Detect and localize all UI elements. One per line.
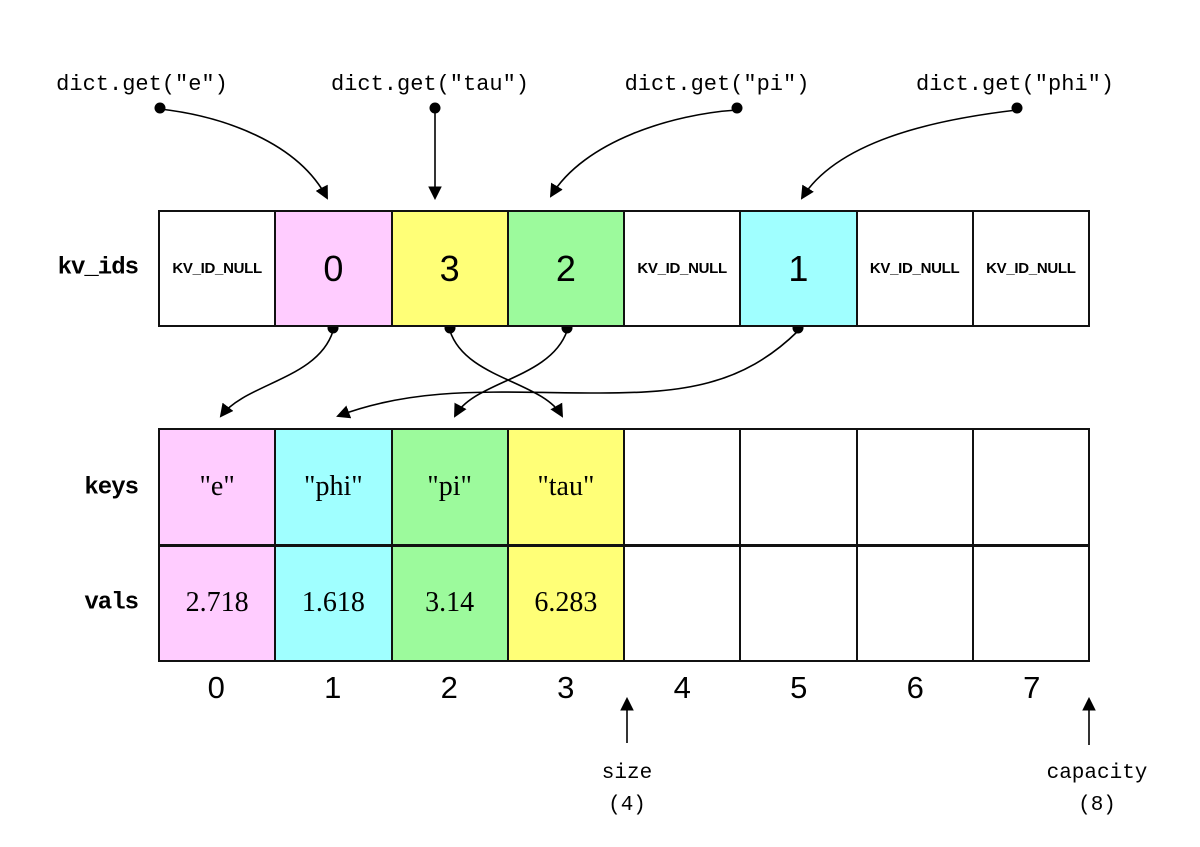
kv-ids-cell-7: KV_ID_NULL (973, 212, 1088, 325)
kv-ids-cell-0: KV_ID_NULL (160, 212, 277, 325)
kv-ids-cell-1: 0 (276, 212, 393, 325)
keys-cell-2: "pi" (392, 430, 509, 544)
kv-ids-value-6: KV_ID_NULL (869, 260, 960, 277)
kv-ids-cell-5: 1 (741, 212, 858, 325)
arrow-kvids-3-to-keys-2 (454, 330, 568, 418)
vals-cell-0: 2.718 (160, 546, 277, 660)
index-label-6: 6 (906, 670, 924, 705)
arrow-kvids-2-to-keys-3 (449, 330, 564, 418)
query-label-phi: dict.get("phi") (915, 72, 1115, 97)
connector-dot-get-e (154, 102, 166, 114)
size-annotation: size (4) (602, 758, 652, 822)
keys-vals-table: "e" "phi" "pi" "tau" 2.718 1.618 3.14 6.… (158, 428, 1090, 662)
kv-ids-array: KV_ID_NULL 0 3 2 KV_ID_NULL 1 KV_ID_NULL… (158, 210, 1090, 327)
arrow-get-e-to-kvids-1 (159, 108, 328, 200)
keys-cell-5 (741, 430, 858, 544)
keys-value-3: "tau" (537, 470, 595, 502)
query-label-pi: dict.get("pi") (624, 72, 810, 97)
index-label-7: 7 (1023, 670, 1041, 705)
capacity-label: capacity (1046, 762, 1148, 785)
vals-cell-6 (857, 546, 974, 660)
index-row: 0 1 2 3 4 5 6 7 (158, 670, 1090, 706)
keys-value-2: "pi" (427, 470, 472, 502)
vals-cell-7 (973, 546, 1088, 660)
vals-cell-1: 1.618 (276, 546, 393, 660)
vals-value-1: 1.618 (301, 587, 365, 619)
kv-ids-value-7: KV_ID_NULL (986, 260, 1076, 277)
keys-cell-4 (625, 430, 742, 544)
index-label-5: 5 (790, 670, 808, 705)
index-label-4: 4 (673, 670, 691, 705)
index-label-1: 1 (324, 670, 342, 705)
vals-row-label: vals (84, 589, 139, 617)
index-label-0: 0 (207, 670, 225, 705)
index-label-2: 2 (440, 670, 458, 705)
size-label: size (601, 762, 653, 785)
keys-cell-7 (973, 430, 1088, 544)
connector-dot-get-tau (429, 102, 441, 114)
arrow-get-phi-to-kvids-5 (800, 109, 1018, 200)
kv-ids-value-3: 2 (555, 247, 576, 289)
kv-ids-value-1: 0 (323, 247, 344, 289)
vals-value-0: 2.718 (185, 587, 249, 619)
capacity-annotation: capacity (8) (1047, 758, 1148, 822)
keys-cell-6 (857, 430, 974, 544)
capacity-value: (8) (1078, 794, 1116, 817)
kv-ids-value-0: KV_ID_NULL (172, 260, 262, 277)
vals-value-3: 6.283 (534, 587, 598, 619)
kv-ids-cell-3: 2 (508, 212, 625, 325)
vals-cell-3: 6.283 (508, 546, 625, 660)
kv-ids-value-4: KV_ID_NULL (637, 260, 727, 277)
size-value: (4) (608, 794, 646, 817)
connector-dot-get-pi (731, 102, 743, 114)
vals-array: 2.718 1.618 3.14 6.283 (160, 546, 1088, 660)
vals-value-2: 3.14 (425, 587, 475, 619)
keys-cell-1: "phi" (276, 430, 393, 544)
kv-ids-row-label: kv_ids (57, 254, 139, 282)
keys-array: "e" "phi" "pi" "tau" (160, 430, 1088, 547)
vals-cell-2: 3.14 (392, 546, 509, 660)
arrow-kvids-1-to-keys-0 (219, 330, 334, 418)
vals-cell-5 (741, 546, 858, 660)
vals-cell-4 (625, 546, 742, 660)
kv-ids-cell-4: KV_ID_NULL (625, 212, 742, 325)
keys-row-label: keys (84, 474, 139, 502)
keys-value-0: "e" (199, 470, 235, 502)
arrow-kvids-5-to-keys-1 (336, 330, 799, 419)
query-label-tau: dict.get("tau") (330, 72, 530, 97)
kv-ids-value-5: 1 (788, 247, 809, 289)
keys-cell-0: "e" (160, 430, 277, 544)
kv-ids-cell-2: 3 (392, 212, 509, 325)
kv-ids-cell-6: KV_ID_NULL (857, 212, 974, 325)
arrow-get-pi-to-kvids-3 (549, 109, 738, 198)
keys-value-1: "phi" (304, 470, 363, 502)
keys-cell-3: "tau" (508, 430, 625, 544)
query-label-e: dict.get("e") (56, 72, 228, 97)
kv-ids-value-2: 3 (439, 247, 460, 289)
index-label-3: 3 (557, 670, 575, 705)
connector-dot-get-phi (1011, 102, 1023, 114)
